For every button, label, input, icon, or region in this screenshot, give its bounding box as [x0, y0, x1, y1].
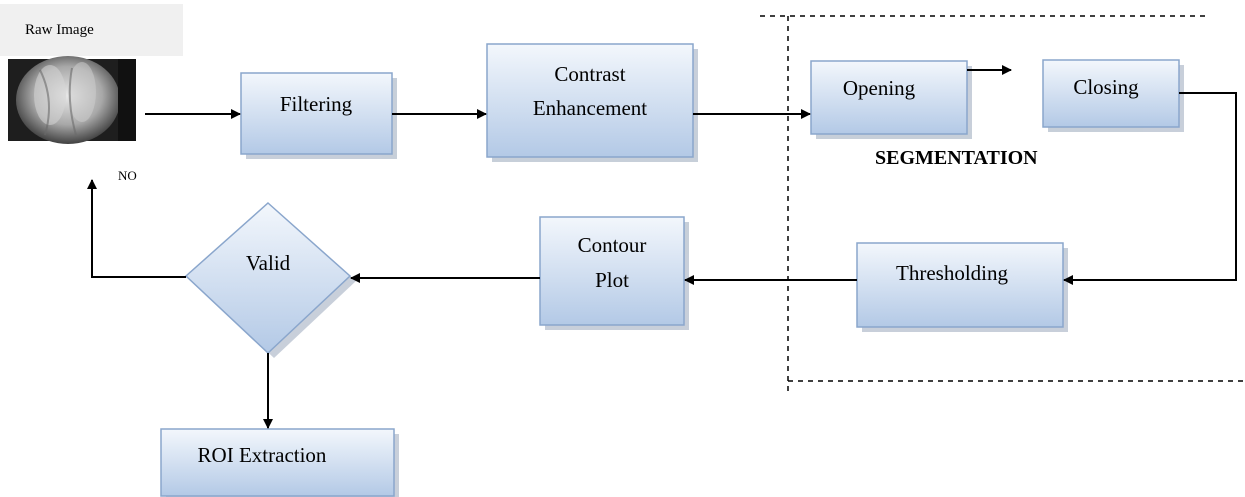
raw-image-label: Raw Image: [25, 22, 94, 38]
contrast-label-line2: Enhancement: [533, 96, 647, 120]
thresholding-box: [856, 242, 1064, 328]
valid-diamond: [184, 201, 352, 355]
arrow-closing-to-thresholding: [1063, 92, 1237, 285]
opening-label: Opening: [843, 76, 916, 100]
roi-extraction-label: ROI Extraction: [198, 443, 327, 467]
segmentation-region: [760, 15, 1245, 395]
contrast-label-line1: Contrast: [554, 62, 625, 86]
contour-label-line2: Plot: [595, 268, 629, 292]
closing-label: Closing: [1073, 75, 1139, 99]
segmentation-label: SEGMENTATION: [875, 147, 1038, 169]
contrast-enhancement-box: [486, 43, 694, 158]
raw-image-label-box: [0, 4, 183, 56]
filtering-box: [240, 72, 393, 155]
opening-box: [810, 60, 968, 135]
contour-plot-box: [539, 216, 685, 326]
raw-image-picture: [8, 56, 136, 144]
roi-extraction-box: [160, 428, 395, 497]
filtering-label: Filtering: [280, 92, 353, 116]
arrow-valid-no-loop: [87, 179, 186, 278]
thresholding-label: Thresholding: [896, 261, 1008, 285]
contour-label-line1: Contour: [578, 233, 647, 257]
no-label: NO: [118, 168, 137, 183]
valid-label: Valid: [246, 251, 291, 275]
